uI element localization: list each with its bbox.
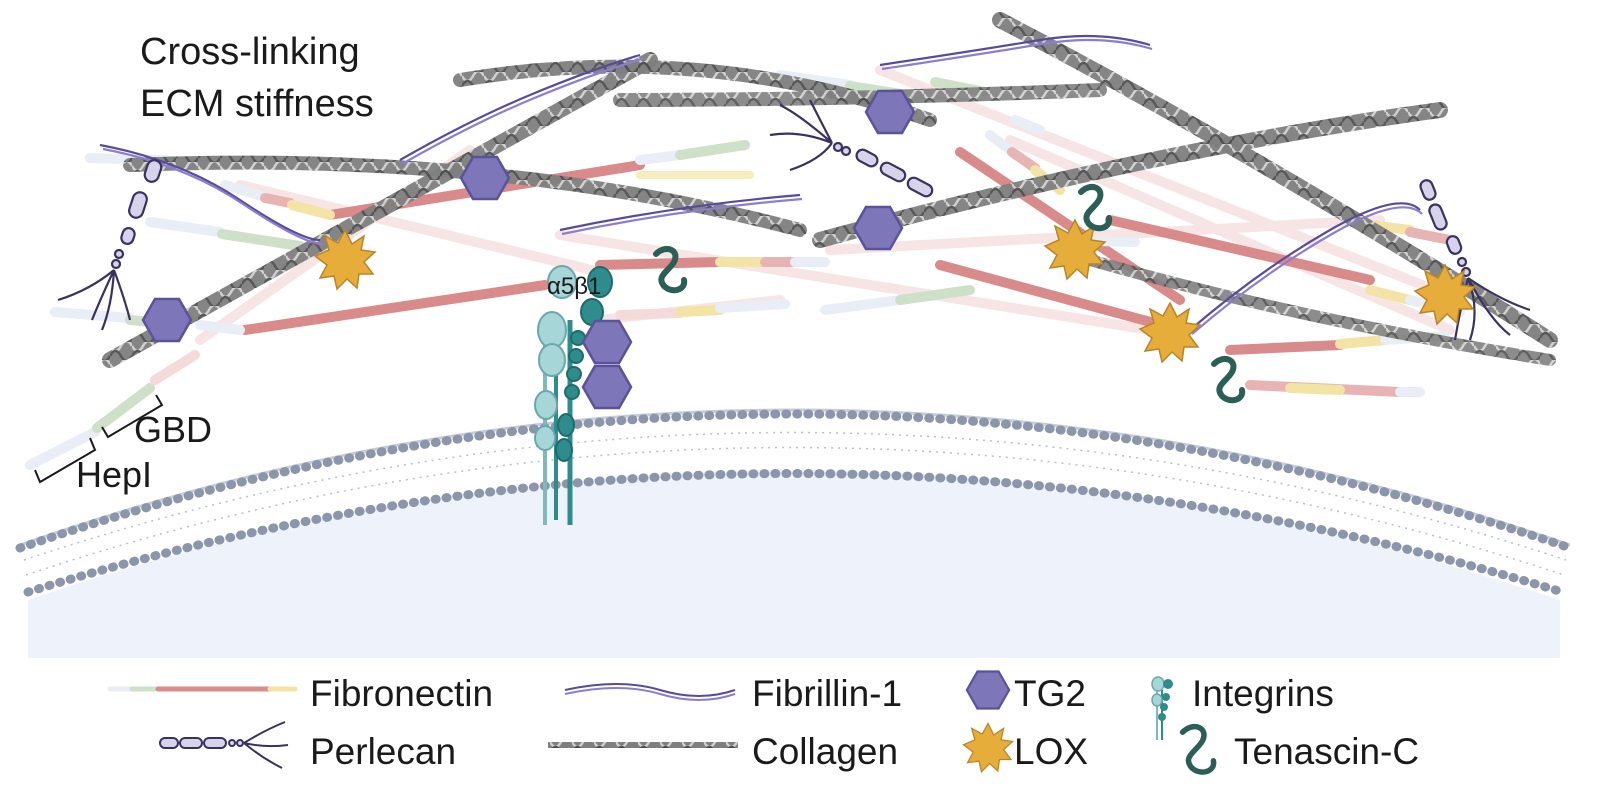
legend-perlecan-swatch [159, 721, 289, 769]
cell-body [28, 470, 1560, 658]
perlecan-left [57, 159, 163, 331]
legend-integrin-icon [1151, 676, 1173, 740]
cell-membrane [15, 408, 1575, 597]
legend-collagen-label: Collagen [752, 731, 898, 772]
legend-tenascin-icon [1179, 723, 1217, 775]
legend-perlecan-label: Perlecan [310, 731, 456, 772]
legend-tg2-label: TG2 [1014, 673, 1086, 714]
tg2-markers [141, 89, 916, 410]
legend-fibrillin-swatch [564, 683, 736, 701]
fibronectin-fibers [25, 65, 1465, 470]
domain-brackets [34, 394, 164, 484]
perlecan-center [769, 99, 934, 198]
title-line-1: Cross-linking [140, 31, 360, 73]
fibrillin-fibers [99, 34, 1423, 335]
hepl-label: HepI [76, 454, 152, 495]
legend-lox-icon [962, 722, 1014, 773]
legend-fibrillin-label: Fibrillin-1 [752, 673, 902, 714]
legend-tenascin-label: Tenascin-C [1234, 731, 1419, 772]
gbd-label: GBD [134, 409, 212, 450]
legend-integrins-label: Integrins [1192, 673, 1334, 714]
legend-tg2-icon [965, 670, 1011, 710]
integrin-alpha5beta1 [534, 265, 613, 525]
legend: Fibronectin Perlecan Fibrillin-1 Collage… [107, 670, 1419, 775]
legend-lox-label: LOX [1014, 731, 1088, 772]
integrin-subunit-label: α5β1 [547, 273, 601, 300]
title-line-2: ECM stiffness [140, 83, 374, 125]
legend-fibronectin-label: Fibronectin [310, 673, 493, 714]
